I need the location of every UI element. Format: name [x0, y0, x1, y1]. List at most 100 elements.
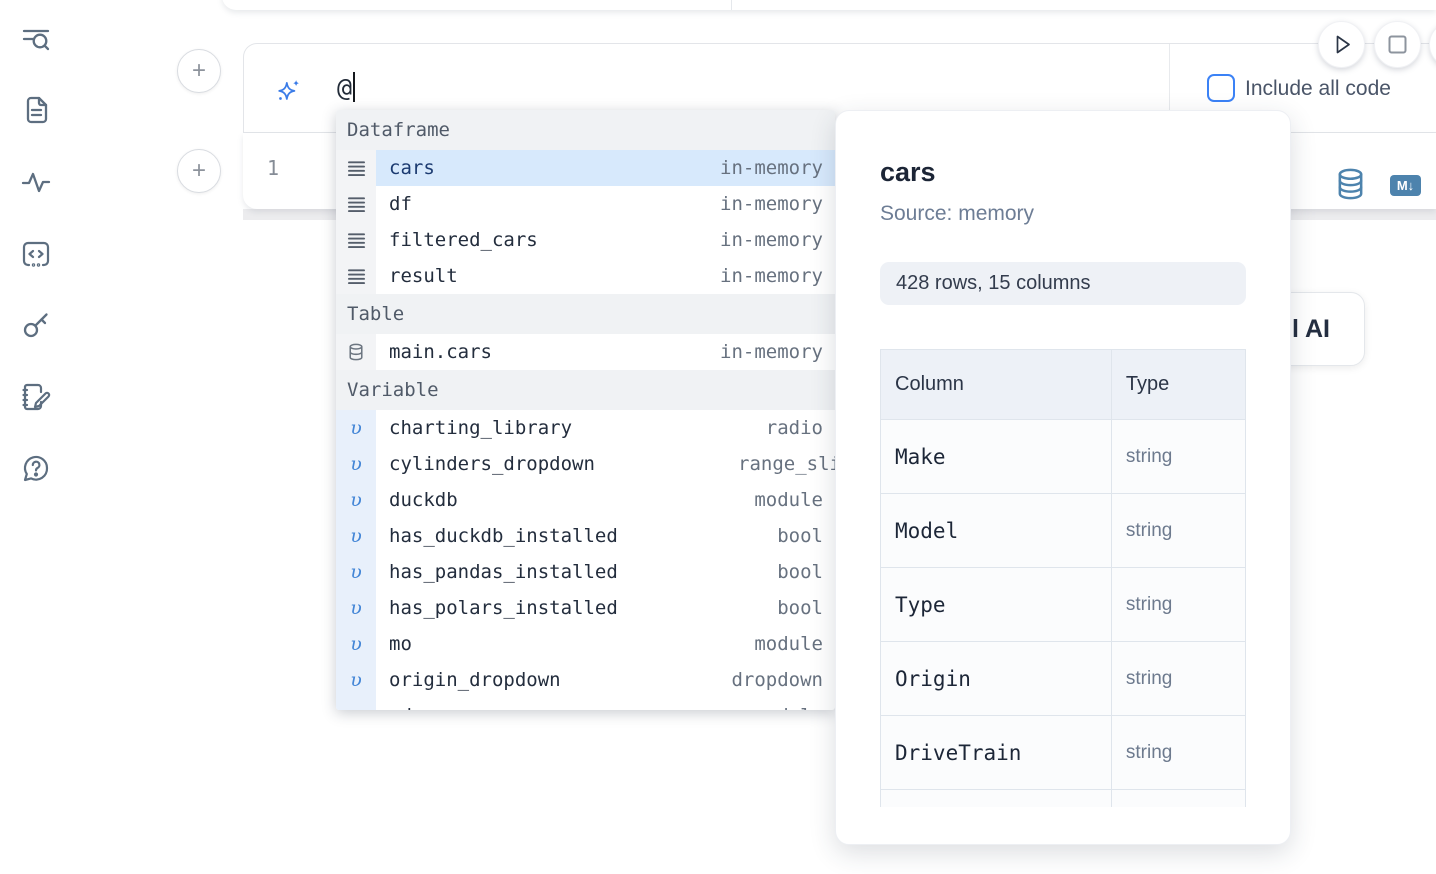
dataframe-icon: [336, 258, 376, 294]
item-name: df: [389, 193, 412, 215]
table-row: DriveTrain string: [880, 715, 1246, 790]
file-document-icon[interactable]: [20, 94, 52, 126]
column-name: DriveTrain: [880, 715, 1112, 790]
item-type: bool: [777, 525, 823, 547]
column-type: string: [1110, 419, 1246, 494]
column-name: Model: [880, 493, 1112, 568]
table-row: Origin string: [880, 641, 1246, 716]
variable-icon: υ: [336, 482, 376, 518]
item-type: bool: [777, 597, 823, 619]
item-type: module: [754, 633, 823, 655]
autocomplete-item-df[interactable]: df in-memory: [336, 186, 835, 222]
section-header-variable: Variable: [336, 370, 835, 410]
item-type: in-memory: [720, 193, 823, 215]
section-header-table: Table: [336, 294, 835, 334]
add-cell-button-bottom[interactable]: +: [177, 149, 221, 193]
variable-icon: υ: [336, 626, 376, 662]
item-name: has_pandas_installed: [389, 561, 618, 583]
text-cursor: [353, 72, 356, 102]
item-name: has_duckdb_installed: [389, 525, 618, 547]
database-icon: [336, 334, 376, 370]
sidebar: [0, 0, 72, 874]
code-snippet-icon[interactable]: [20, 238, 52, 270]
autocomplete-item-pd-partial[interactable]: υ pd module: [336, 698, 835, 710]
variable-icon: υ: [336, 518, 376, 554]
stop-icon: [1388, 35, 1407, 54]
previous-cell-edge: [222, 0, 1436, 10]
table-row: Model string: [880, 493, 1246, 568]
line-number: 1: [267, 156, 280, 180]
item-type: in-memory: [720, 265, 823, 287]
stop-cell-button[interactable]: [1374, 21, 1421, 68]
preview-schema-table-wrap: Column Type Make string Model string Typ…: [880, 349, 1246, 807]
prompt-value: @: [337, 73, 353, 102]
item-type: radio: [765, 417, 823, 439]
play-icon: [1336, 35, 1350, 54]
column-type: string: [1110, 567, 1246, 642]
item-type: range_sli: [738, 453, 835, 475]
column-type: string: [1110, 493, 1246, 568]
variable-icon: υ: [336, 410, 376, 446]
item-name: filtered_cars: [389, 229, 538, 251]
autocomplete-item-charting-library[interactable]: υ charting_library radio: [336, 410, 835, 446]
item-name: has_polars_installed: [389, 597, 618, 619]
autocomplete-item-has-polars-installed[interactable]: υ has_polars_installed bool: [336, 590, 835, 626]
autocomplete-item-has-duckdb-installed[interactable]: υ has_duckdb_installed bool: [336, 518, 835, 554]
autocomplete-item-cars[interactable]: cars in-memory: [336, 150, 835, 186]
preview-source: Source: memory: [880, 202, 1035, 225]
item-type: bool: [777, 561, 823, 583]
add-cell-button-top[interactable]: +: [177, 49, 221, 93]
variable-icon: υ: [336, 554, 376, 590]
variable-icon: υ: [336, 590, 376, 626]
variable-icon: υ: [336, 662, 376, 698]
item-name: duckdb: [389, 489, 458, 511]
autocomplete-item-has-pandas-installed[interactable]: υ has_pandas_installed bool: [336, 554, 835, 590]
markdown-convert-icon[interactable]: M↓: [1390, 175, 1421, 196]
toc-search-icon[interactable]: [20, 24, 52, 56]
item-name: charting_library: [389, 417, 573, 439]
autocomplete-dropdown: Dataframe cars in-memory df in-memory filt…: [336, 110, 835, 710]
item-name: cars: [389, 157, 435, 179]
previous-cell-divider: [731, 0, 732, 10]
dataframe-icon: [336, 150, 376, 186]
include-all-code-checkbox[interactable]: [1207, 74, 1235, 102]
autocomplete-item-origin-dropdown[interactable]: υ origin_dropdown dropdown: [336, 662, 835, 698]
item-name: cylinders_dropdown: [389, 453, 595, 475]
include-all-code-label: Include all code: [1245, 77, 1391, 100]
help-chat-icon[interactable]: [20, 453, 52, 485]
section-header-dataframe: Dataframe: [336, 110, 835, 150]
dataframe-preview-card: cars Source: memory 428 rows, 15 columns…: [835, 110, 1291, 845]
activity-icon[interactable]: [20, 166, 52, 198]
variable-icon: υ: [336, 698, 376, 710]
variable-icon: υ: [336, 446, 376, 482]
ai-prompt-input[interactable]: @: [337, 72, 356, 104]
column-type: string: [1110, 641, 1246, 716]
table-row: Type string: [880, 567, 1246, 642]
preview-title: cars: [880, 157, 936, 187]
item-name: pd: [389, 705, 412, 710]
item-type: dropdown: [731, 669, 823, 691]
run-cell-button[interactable]: [1318, 21, 1365, 68]
column-name: Make: [880, 419, 1112, 494]
item-type: module: [754, 705, 823, 710]
table-row-partial: [880, 789, 1246, 807]
dataframe-icon: [336, 186, 376, 222]
item-type: in-memory: [720, 157, 823, 179]
table-header-row: Column Type: [880, 349, 1246, 420]
column-name: Origin: [880, 641, 1112, 716]
scratchpad-icon[interactable]: [20, 381, 52, 413]
type-header: Type: [1110, 349, 1246, 420]
table-row: Make string: [880, 419, 1246, 494]
preview-shape-badge: 428 rows, 15 columns: [880, 262, 1246, 305]
key-icon[interactable]: [20, 309, 52, 341]
item-name: origin_dropdown: [389, 669, 561, 691]
database-connection-icon[interactable]: [1335, 167, 1366, 206]
autocomplete-item-cylinders-dropdown[interactable]: υ cylinders_dropdown range_sli: [336, 446, 835, 482]
item-name: main.cars: [389, 341, 492, 363]
column-type: string: [1110, 715, 1246, 790]
